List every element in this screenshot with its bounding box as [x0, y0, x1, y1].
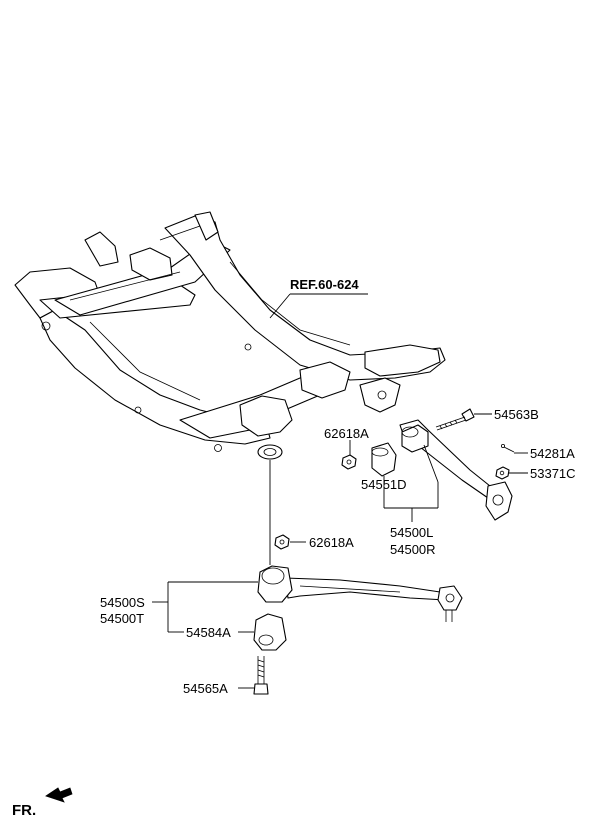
nut-icon — [341, 454, 357, 470]
label-54500S: 54500S — [100, 595, 145, 610]
label-54500R: 54500R — [390, 542, 436, 557]
label-54500T: 54500T — [100, 611, 144, 626]
label-53371C: 53371C — [530, 466, 576, 481]
label-54563B: 54563B — [494, 407, 539, 422]
label-54500L: 54500L — [390, 525, 433, 540]
front-lower-arm-assembly — [341, 408, 528, 522]
subframe-crossmember — [14, 211, 446, 460]
label-54565A: 54565A — [183, 681, 228, 696]
castle-nut-icon — [495, 466, 510, 480]
label-54281A: 54281A — [530, 446, 575, 461]
label-54551D: 54551D — [361, 477, 407, 492]
label-54584A: 54584A — [186, 625, 231, 640]
label-62618A-lower: 62618A — [309, 535, 354, 550]
part-labels: 54563B 62618A 54281A 53371C 54551D 54500… — [100, 407, 576, 696]
label-62618A-upper: 62618A — [324, 426, 369, 441]
bolt-icon — [253, 656, 269, 695]
front-direction-label: FR. — [12, 802, 36, 819]
rear-lower-arm-assembly — [152, 534, 463, 695]
front-direction-indicator: FR. — [12, 787, 73, 819]
reference-callout: REF.60-624 — [269, 277, 368, 319]
bolt-icon — [435, 408, 475, 431]
arrow-icon — [45, 787, 73, 803]
reference-label: REF.60-624 — [290, 277, 359, 292]
split-pin-icon — [500, 443, 515, 453]
nut-icon — [274, 534, 290, 550]
